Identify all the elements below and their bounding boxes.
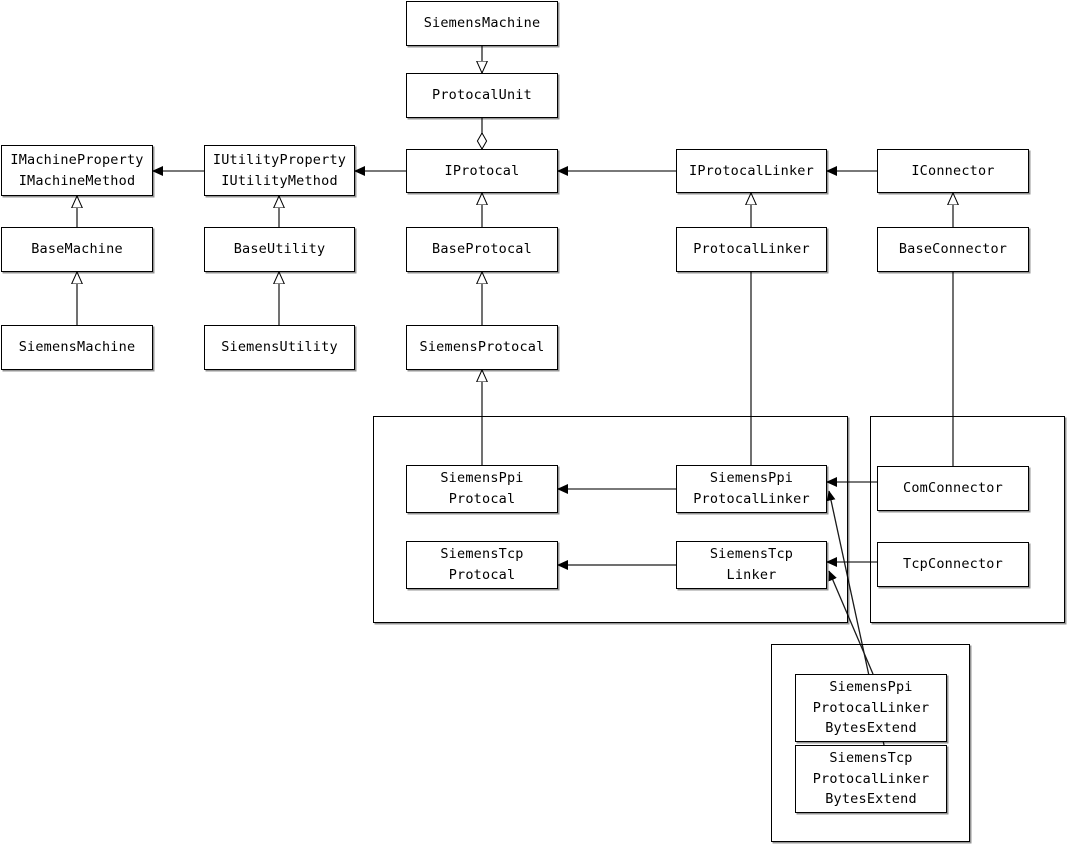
class-box-protocal-unit[interactable]: ProtocalUnit xyxy=(406,73,558,118)
class-box-base-utility[interactable]: BaseUtility xyxy=(204,227,355,272)
class-box-siemens-tcp-protocal[interactable]: SiemensTcp Protocal xyxy=(406,541,558,589)
class-box-siemens-ppi-protocal[interactable]: SiemensPpi Protocal xyxy=(406,465,558,513)
interface-box-iutility-property-method[interactable]: IUtilityProperty IUtilityMethod xyxy=(204,145,355,196)
interface-box-iconnector[interactable]: IConnector xyxy=(877,149,1029,193)
class-box-siemens-tcp-linker[interactable]: SiemensTcp Linker xyxy=(676,541,827,589)
class-box-base-machine[interactable]: BaseMachine xyxy=(1,227,153,272)
interface-box-imachine-property-method[interactable]: IMachineProperty IMachineMethod xyxy=(1,145,153,196)
class-box-com-connector[interactable]: ComConnector xyxy=(877,466,1029,511)
class-box-base-protocal[interactable]: BaseProtocal xyxy=(406,227,558,272)
interface-box-iprotocal[interactable]: IProtocal xyxy=(406,149,558,193)
class-box-tcp-connector[interactable]: TcpConnector xyxy=(877,542,1029,587)
class-box-siemens-utility[interactable]: SiemensUtility xyxy=(204,325,355,370)
class-box-siemens-ppi-protocal-linker[interactable]: SiemensPpi ProtocalLinker xyxy=(676,465,827,513)
interface-box-iprotocal-linker[interactable]: IProtocalLinker xyxy=(676,149,827,193)
class-box-siemens-protocal[interactable]: SiemensProtocal xyxy=(406,325,558,370)
class-box-protocal-linker[interactable]: ProtocalLinker xyxy=(676,227,827,272)
class-box-siemens-tcp-protocal-linker-bytes-extend[interactable]: SiemensTcp ProtocalLinker BytesExtend xyxy=(795,745,947,813)
protocal-implementation-group xyxy=(373,416,848,623)
class-box-siemens-machine-leaf[interactable]: SiemensMachine xyxy=(1,325,153,370)
class-box-siemens-machine-top[interactable]: SiemensMachine xyxy=(406,1,558,46)
connector-implementation-group xyxy=(870,416,1065,623)
class-box-base-connector[interactable]: BaseConnector xyxy=(877,227,1029,272)
class-box-siemens-ppi-protocal-linker-bytes-extend[interactable]: SiemensPpi ProtocalLinker BytesExtend xyxy=(795,674,947,742)
